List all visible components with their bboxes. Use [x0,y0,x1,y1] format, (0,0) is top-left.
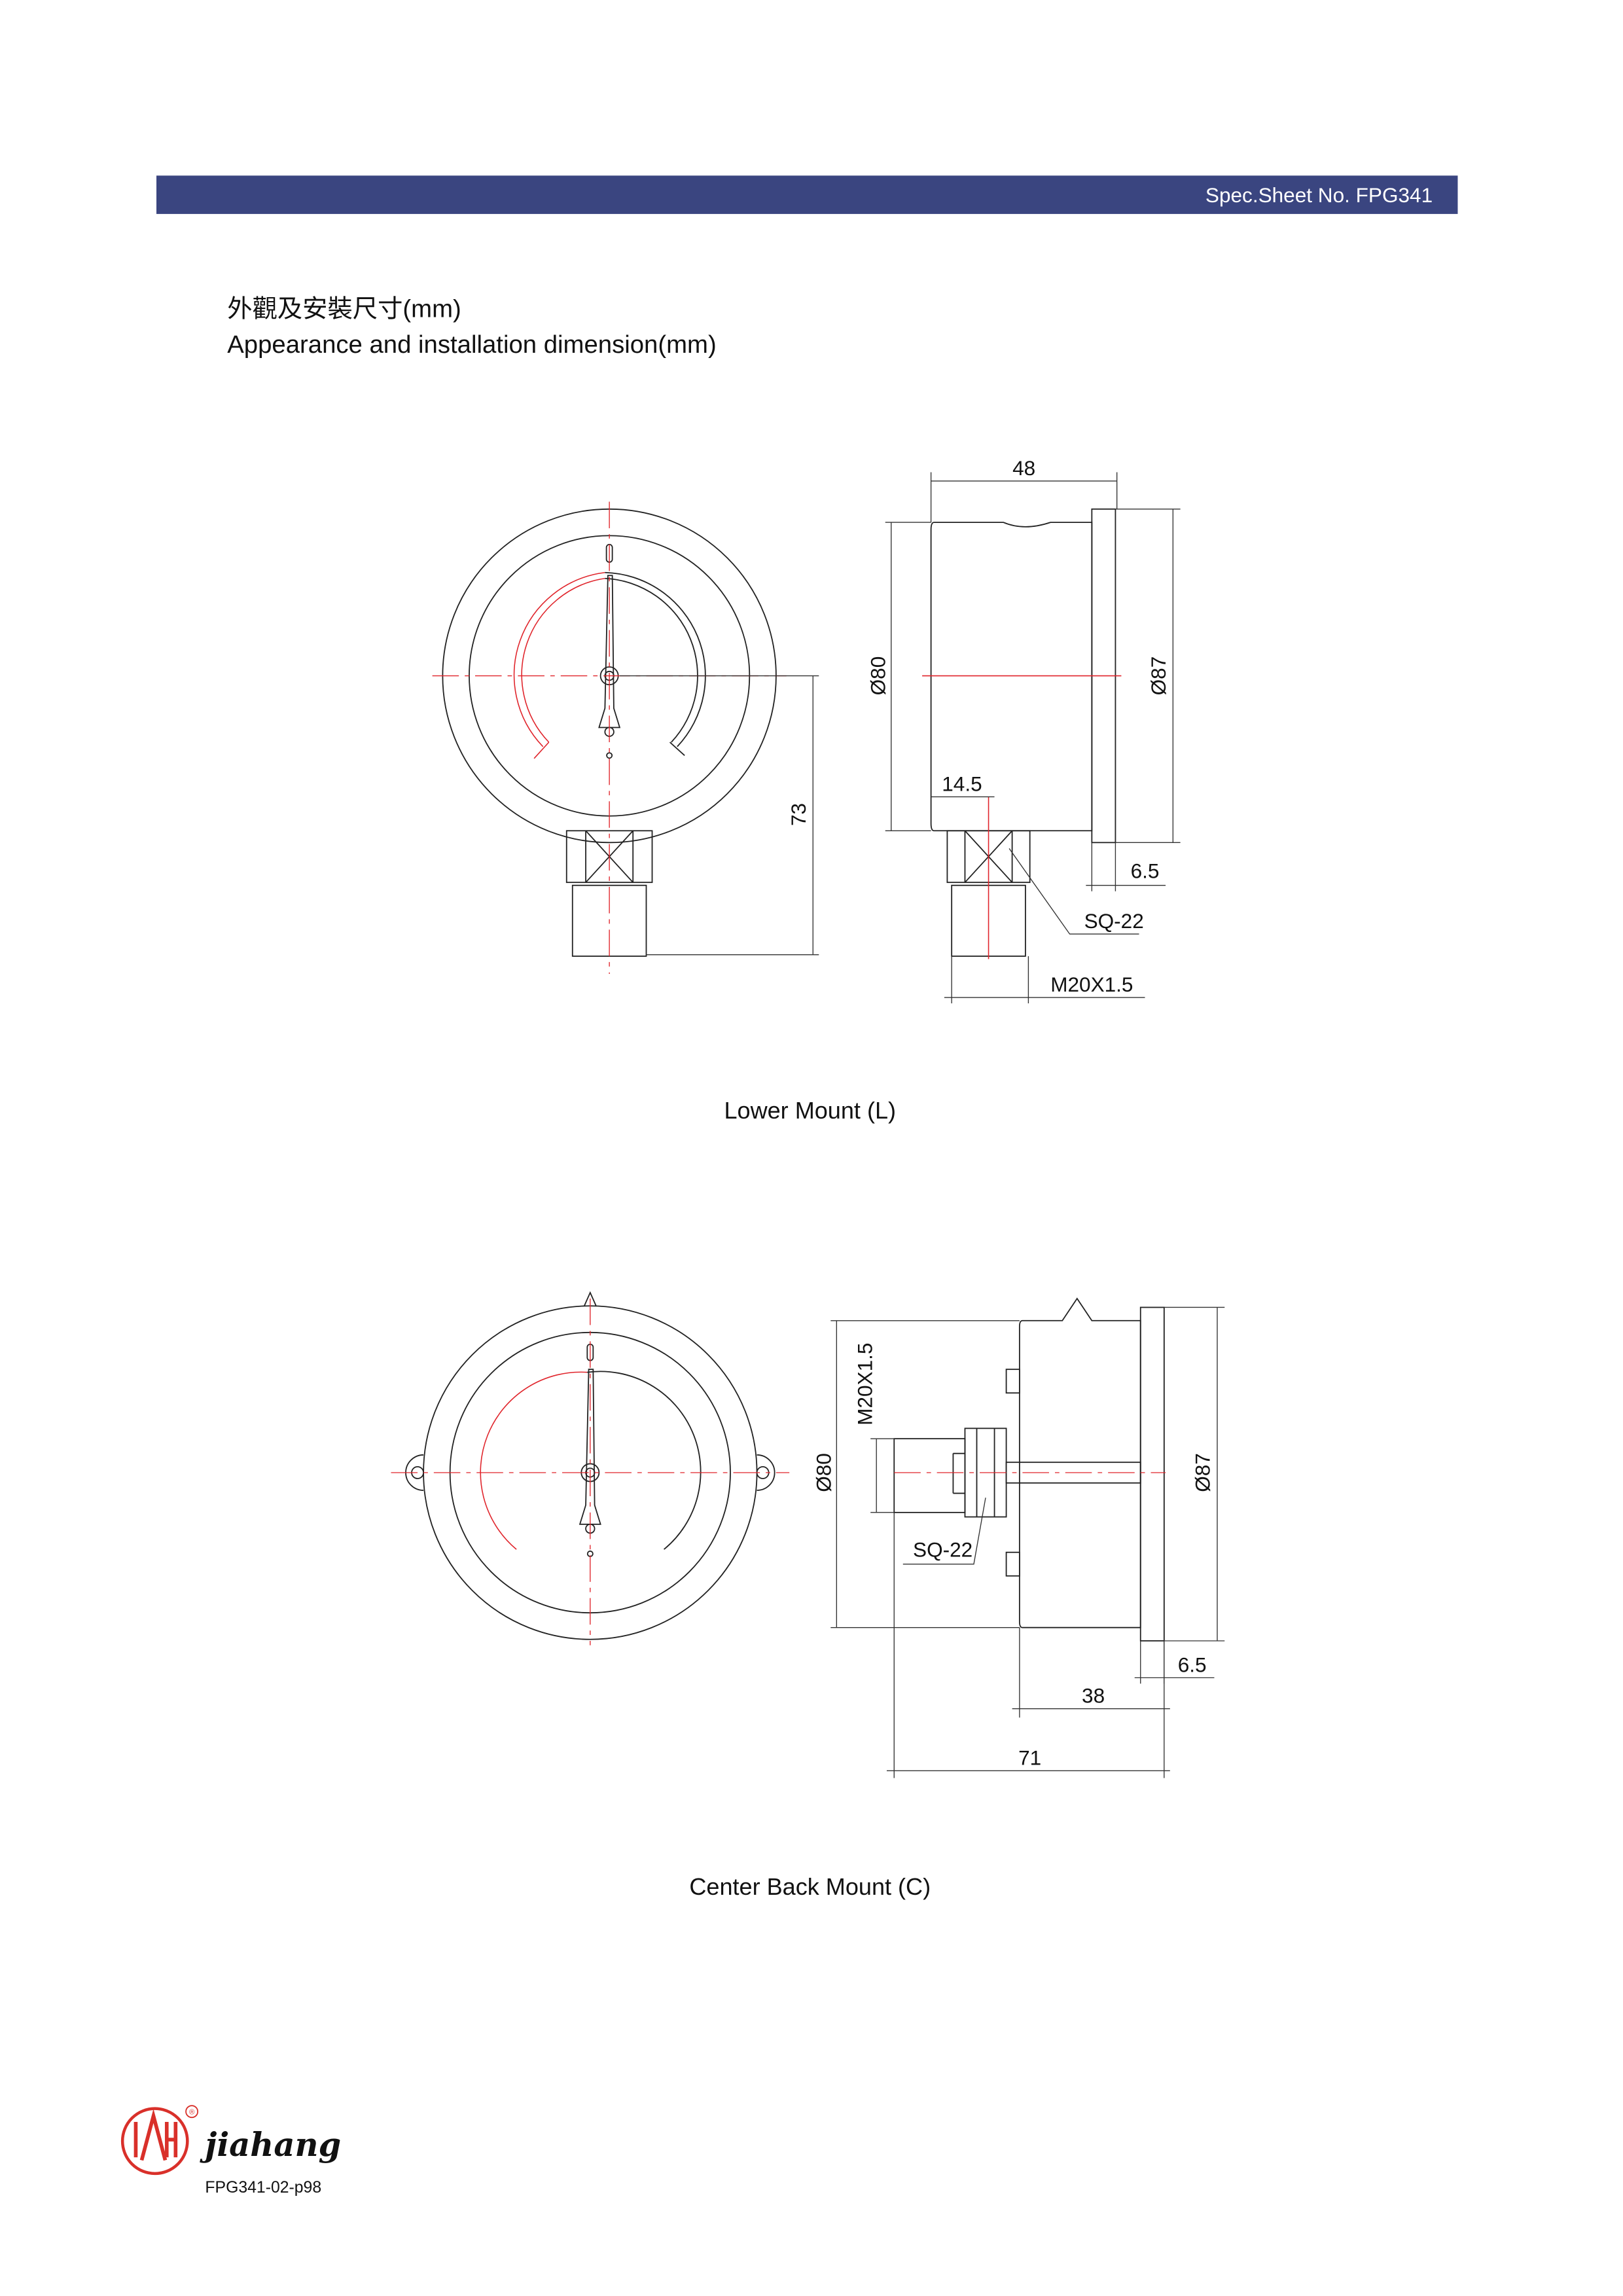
lower-dial-zero: 0 [0,0,1,1]
dim-case-dia-80: Ø80 [866,656,890,696]
dim-case-dia-80: Ø80 [812,1453,835,1492]
lower-mount-front-view: 73 [432,501,819,974]
jiahang-logo: ® [120,2105,199,2176]
spec-sheet-number: Spec.Sheet No. FPG341 [1205,183,1433,207]
dim-height-73: 73 [787,803,810,826]
dim-flange-dia-87: Ø87 [1191,1453,1215,1492]
dim-thread: M20X1.5 [1050,973,1133,996]
dim-offset-14-5: 14.5 [942,772,982,795]
svg-text:®: ® [189,2109,195,2117]
dim-flange-thk-6-5: 6.5 [1178,1653,1207,1676]
dim-thread: M20X1.5 [853,1343,876,1426]
dim-flange-dia-87: Ø87 [1147,656,1170,696]
dim-depth-48: 48 [1012,456,1035,480]
dim-hex-sq22: SQ-22 [913,1537,972,1561]
center-back-side-view: M20X1.5 Ø80 Ø87 SQ-22 6.5 38 71 [812,1297,1225,1778]
dim-case-depth-38: 38 [1082,1684,1105,1708]
center-dial-zero: 0 [0,0,1,1]
title-english: Appearance and installation dimension(mm… [227,331,717,359]
center-back-front-view [391,1291,790,1645]
title-chinese: 外觀及安裝尺寸(mm) [227,295,461,323]
center-back-mount-caption: Center Back Mount (C) [689,1873,931,1900]
dim-flange-thk-6-5: 6.5 [1131,859,1160,882]
dim-total-depth-71: 71 [1018,1746,1041,1769]
dim-hex-sq22: SQ-22 [1084,909,1144,933]
brand-name: jiahang [199,2125,341,2164]
lower-mount-caption: Lower Mount (L) [724,1097,896,1124]
document-code: FPG341-02-p98 [205,2179,321,2197]
header-bar [156,175,1458,214]
lower-mount-side-view: 48 Ø80 Ø87 14.5 6.5 SQ-22 M20X1.5 [866,456,1181,1004]
